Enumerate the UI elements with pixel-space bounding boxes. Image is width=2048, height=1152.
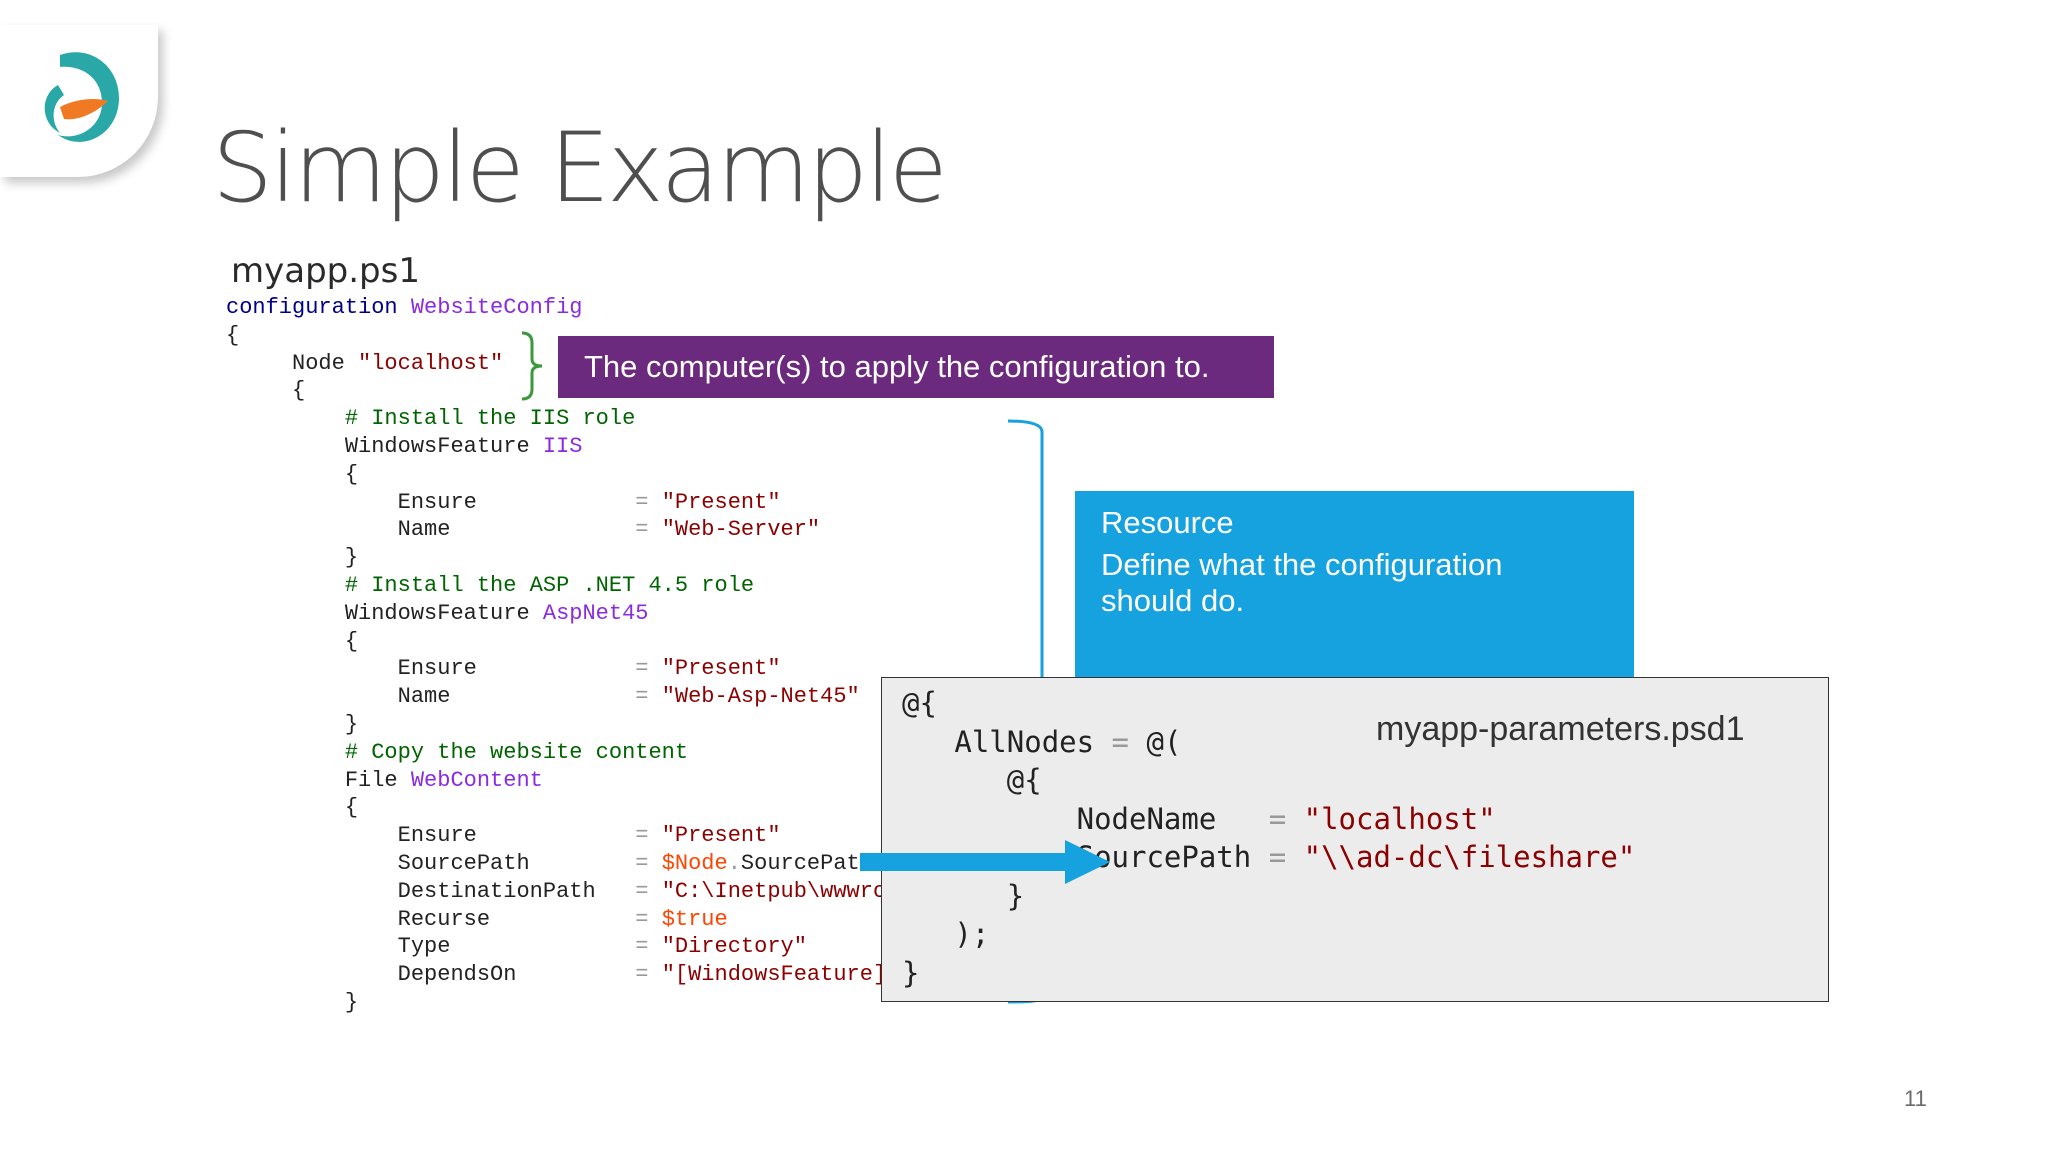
code-brace: { [292, 378, 306, 404]
resource-line-2: should do. [1101, 583, 1245, 618]
param-value: "\\ad-dc\fileshare" [1303, 840, 1636, 874]
code-string: "Present" [661, 823, 781, 849]
curly-brace-icon [521, 331, 543, 401]
param-op: = [1268, 801, 1287, 836]
code-op: = [635, 823, 649, 849]
code-prop: Ensure [397, 656, 477, 682]
resource-heading: Resource [1101, 505, 1234, 540]
code-type: File [344, 767, 398, 793]
param-key: SourcePath [1076, 840, 1252, 874]
resource-line-1: Define what the configuration [1101, 547, 1503, 582]
code-config-name: WebsiteConfig [410, 295, 583, 320]
code-type: WindowsFeature [344, 433, 530, 459]
node-callout: The computer(s) to apply the configurati… [558, 336, 1274, 398]
code-node-keyword: Node [292, 350, 345, 376]
code-block: configuration WebsiteConfig { Node "loca… [226, 294, 899, 1017]
code-string: "C:\Inetpub\wwwroo [661, 878, 900, 904]
code-prop: Ensure [397, 823, 477, 849]
code-dot: . [727, 850, 741, 876]
param-close: } [1006, 878, 1025, 913]
code-comment: # Install the ASP .NET 4.5 role [344, 572, 755, 598]
code-op: = [635, 962, 649, 988]
logo-badge [0, 25, 158, 177]
code-resource-name: WebContent [410, 767, 543, 793]
param-key: AllNodes [954, 724, 1095, 759]
code-prop: Ensure [397, 489, 477, 515]
param-op: = [1111, 724, 1130, 759]
code-op: = [635, 489, 649, 515]
code-node-value: "localhost" [358, 350, 504, 376]
code-prop: Name [397, 684, 451, 710]
code-string: "Directory" [661, 934, 807, 960]
code-comment: # Install the IIS role [344, 406, 636, 432]
code-brace: { [344, 461, 359, 487]
code-op: = [635, 906, 649, 932]
code-string: "Present" [661, 656, 781, 682]
code-op: = [635, 656, 649, 682]
code-brace: } [344, 989, 359, 1015]
code-op: = [635, 934, 649, 960]
code-string: "[WindowsFeature]A [661, 962, 900, 988]
code-brace: } [344, 711, 359, 737]
code-prop: DestinationPath [397, 878, 596, 904]
code-prop: DependsOn [397, 962, 517, 988]
code-brace: { [344, 628, 359, 654]
code-prop: SourcePath [397, 850, 530, 876]
code-comment: # Copy the website content [344, 739, 689, 765]
param-value: "localhost" [1303, 801, 1496, 836]
code-string: "Web-Asp-Net45" [661, 684, 860, 710]
brand-logo-icon [44, 52, 120, 142]
parameters-filename: myapp-parameters.psd1 [1376, 710, 1745, 748]
resource-callout: Resource Define what the configuration s… [1075, 491, 1634, 681]
param-close: } [902, 955, 920, 990]
code-op: = [635, 850, 649, 876]
code-op: = [635, 878, 649, 904]
param-hash: @{ [1006, 763, 1042, 797]
code-filename: myapp.ps1 [231, 251, 420, 291]
code-prop: Type [397, 934, 451, 960]
param-open: @{ [902, 686, 937, 720]
code-type: WindowsFeature [344, 600, 530, 626]
code-node-var: $Node [661, 850, 728, 876]
slide-title: Simple Example [212, 112, 948, 224]
code-resource-name: IIS [542, 433, 583, 459]
code-prop: Recurse [397, 906, 491, 932]
code-brace: { [226, 322, 240, 348]
code-op: = [635, 517, 649, 543]
param-array: @( [1146, 724, 1182, 759]
right-arrow-icon [860, 840, 1110, 884]
code-bool: $true [661, 906, 728, 932]
param-op: = [1268, 840, 1287, 874]
parameters-panel [881, 677, 1829, 1002]
param-key: NodeName [1076, 801, 1217, 836]
code-op: = [635, 684, 649, 710]
parameters-code: @{ AllNodes = @( @{ NodeName = "localhos… [902, 684, 1635, 992]
code-brace: { [344, 795, 359, 821]
page-number: 11 [1904, 1086, 1927, 1111]
code-prop: SourcePath [740, 850, 873, 876]
code-prop: Name [397, 517, 451, 543]
code-resource-name: AspNet45 [542, 600, 649, 626]
param-close: ); [954, 917, 990, 951]
code-string: "Present" [661, 489, 781, 515]
code-brace: } [344, 545, 359, 571]
code-string: "Web-Server" [661, 517, 821, 543]
code-keyword: configuration [226, 295, 398, 320]
